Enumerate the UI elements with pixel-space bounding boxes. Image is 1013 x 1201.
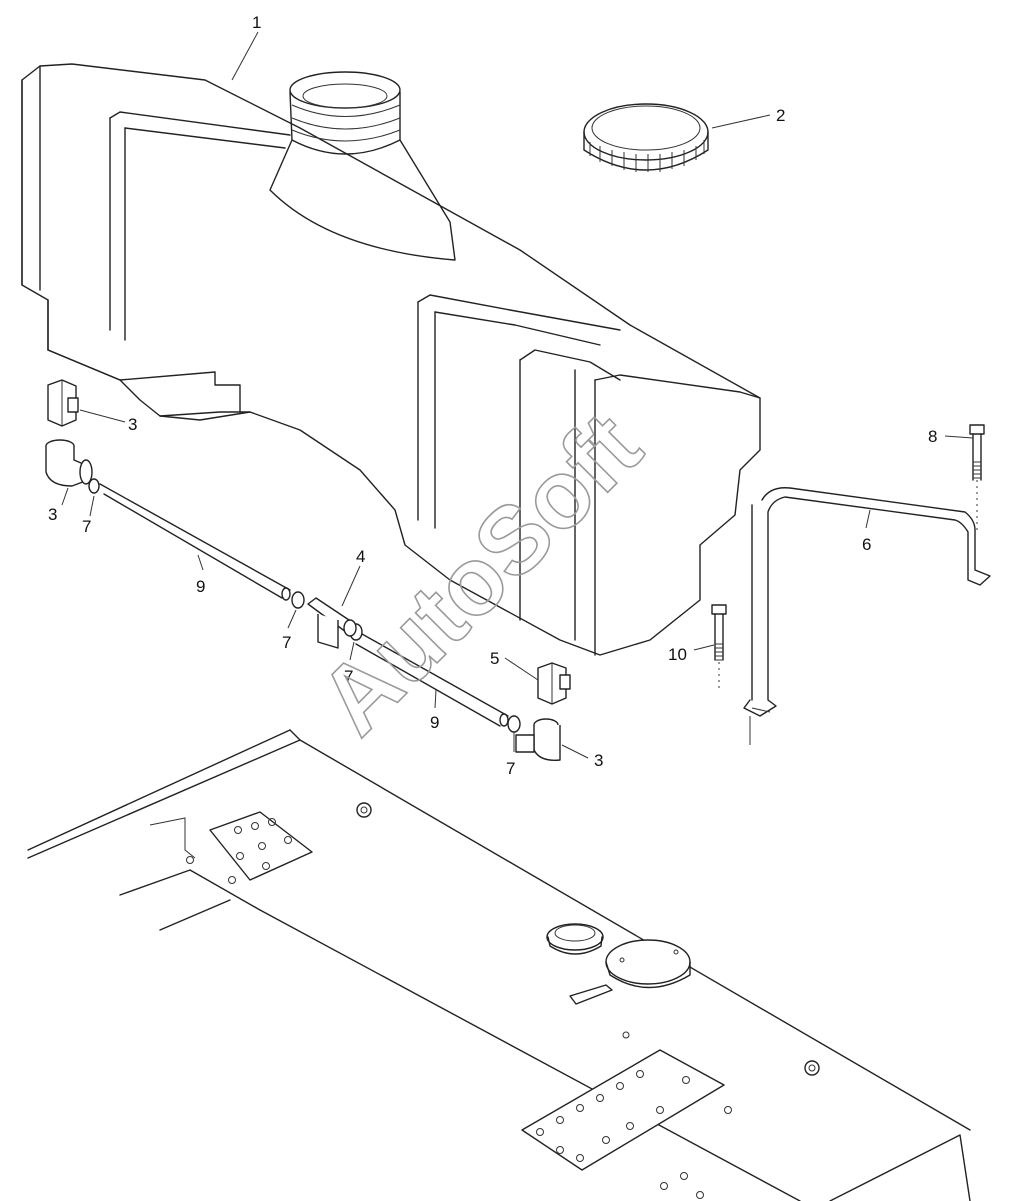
leader-lines (61, 31, 974, 759)
callout-9-lower: 9 (430, 713, 439, 732)
part-1-tank (21, 63, 761, 656)
callout-8: 8 (928, 427, 937, 446)
callout-7-b: 7 (282, 633, 291, 652)
callout-numbers: 1 2 3 3 3 4 5 6 7 7 7 7 8 9 9 10 (48, 13, 937, 778)
part-10-bolt (711, 604, 751, 745)
callout-7-c: 7 (344, 667, 353, 686)
callout-1: 1 (252, 13, 261, 32)
machine-frame (27, 729, 971, 1201)
part-2-cap (583, 103, 709, 172)
callout-6: 6 (862, 535, 871, 554)
callout-5: 5 (490, 649, 499, 668)
callout-7-a: 7 (82, 517, 91, 536)
part-4-tee (307, 597, 357, 649)
callout-3-left: 3 (48, 505, 57, 524)
callout-2: 2 (776, 106, 785, 125)
part-3-fitting-upper (47, 379, 79, 427)
part-5-fitting (537, 662, 571, 705)
part-3-elbow-lower (515, 718, 561, 761)
part-3-elbow-left (45, 439, 93, 487)
callout-9-upper: 9 (196, 577, 205, 596)
callout-3-lower: 3 (594, 751, 603, 770)
callout-4: 4 (356, 547, 365, 566)
callout-3-upper: 3 (128, 415, 137, 434)
part-6-strap (743, 487, 991, 717)
part-9-hose-upper (99, 483, 291, 601)
callout-7-d: 7 (506, 759, 515, 778)
part-8-bolt (969, 424, 985, 530)
part-9-hose-lower (355, 633, 509, 727)
callout-10: 10 (668, 645, 687, 664)
